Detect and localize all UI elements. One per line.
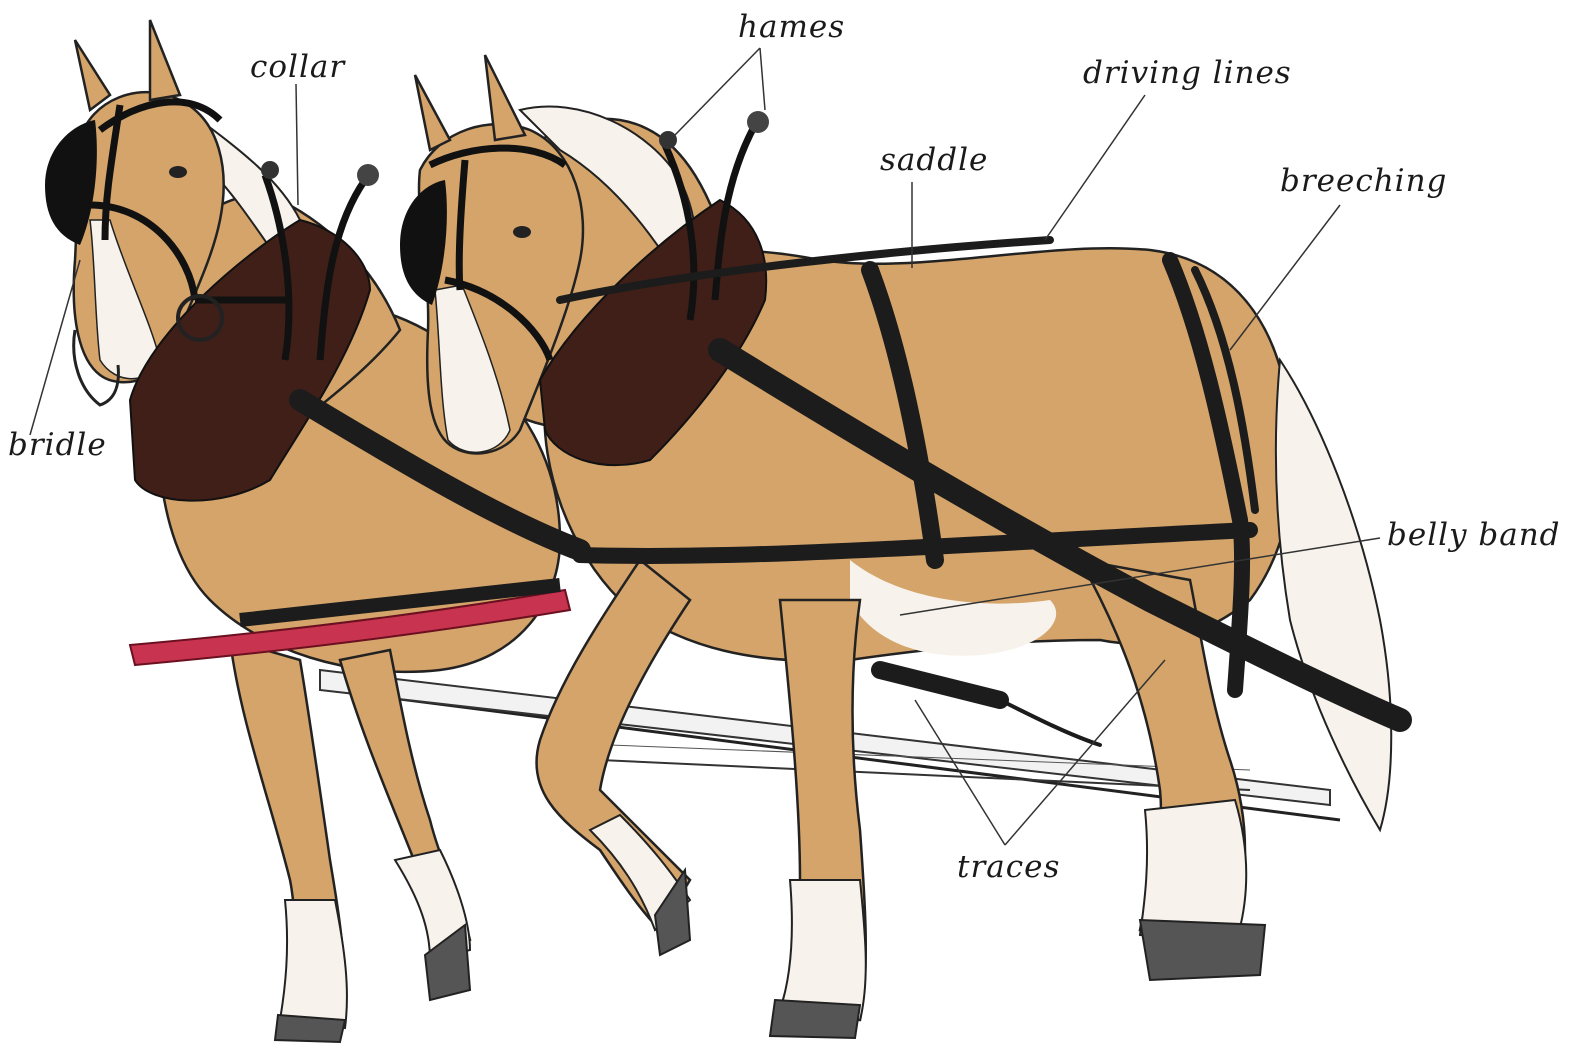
front-horse-hoof-rear <box>1140 920 1265 980</box>
label-collar: collar <box>250 52 345 83</box>
front-horse-tail <box>1276 360 1391 830</box>
front-horse-hoof-front-right <box>770 1000 860 1038</box>
label-hames: hames <box>738 12 845 43</box>
label-bridle: bridle <box>8 430 107 461</box>
label-belly-band: belly band <box>1387 520 1561 551</box>
label-breeching: breeching <box>1280 166 1447 197</box>
label-traces: traces <box>957 852 1060 883</box>
back-horse-hoof-left <box>275 1015 345 1042</box>
label-driving-lines: driving lines <box>1083 58 1292 89</box>
label-saddle: saddle <box>880 145 988 176</box>
